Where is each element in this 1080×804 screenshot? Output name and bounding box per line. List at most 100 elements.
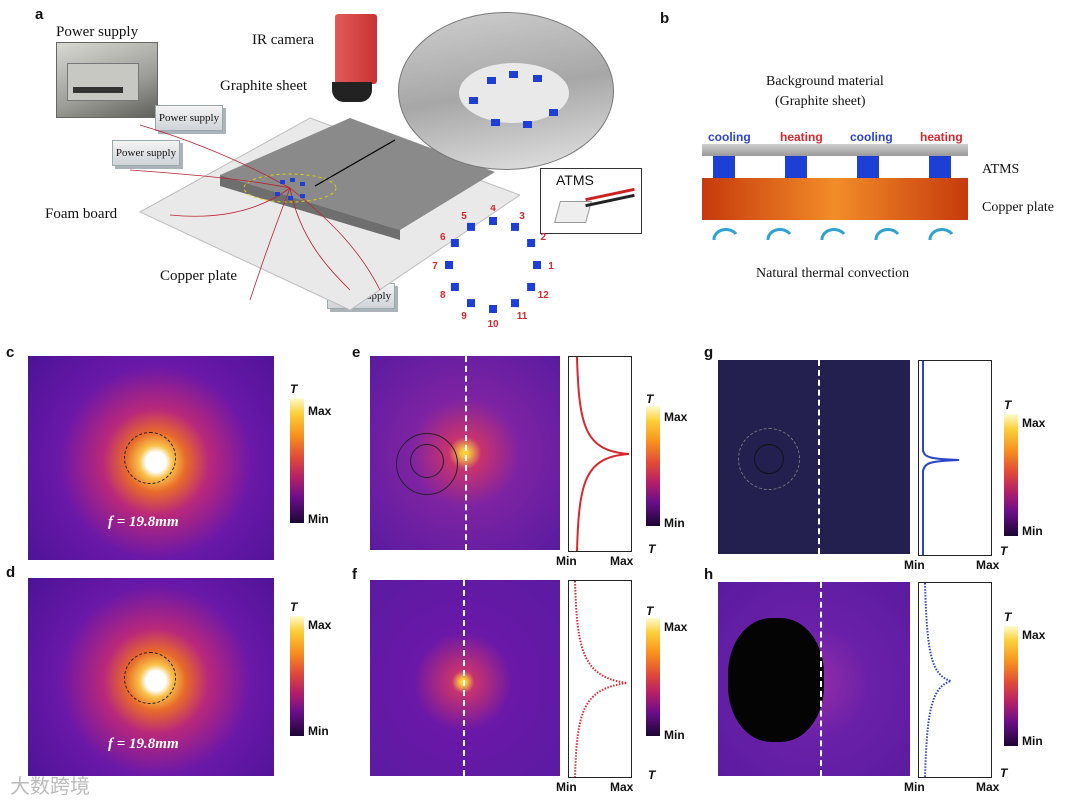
ring-module-7 bbox=[445, 261, 453, 269]
thermal-map-h bbox=[718, 582, 910, 776]
ring-module-label-12: 12 bbox=[538, 290, 550, 301]
colorbar-e bbox=[646, 406, 660, 526]
colorbar-e-max: Max bbox=[664, 410, 688, 424]
power-supply-title: Power supply bbox=[56, 24, 139, 40]
ring-module-11 bbox=[511, 299, 519, 308]
watermark: 大数跨境 bbox=[10, 774, 90, 798]
ir-camera-label: IR camera bbox=[252, 32, 315, 48]
profile-f bbox=[568, 580, 632, 778]
profile-g-axis-min: Min bbox=[904, 558, 925, 572]
colorbar-g-max: Max bbox=[1022, 416, 1046, 430]
profile-g-axis-symbol: T bbox=[1000, 544, 1008, 558]
profile-f-axis-max: Max bbox=[610, 780, 634, 794]
ring-module-6 bbox=[450, 239, 459, 247]
ring-module-label-9: 9 bbox=[461, 311, 467, 322]
panel-label-a: a bbox=[35, 6, 44, 23]
thermal-map-g bbox=[718, 360, 910, 554]
label-heating-2: heating bbox=[920, 130, 963, 144]
ring-module-10 bbox=[489, 305, 497, 313]
profile-h-axis-min: Min bbox=[904, 780, 925, 794]
setup-illustration bbox=[129, 117, 520, 311]
colorbar-d-max: Max bbox=[308, 618, 332, 632]
ring-module-label-5: 5 bbox=[461, 211, 467, 222]
convection-arrows bbox=[712, 228, 954, 241]
thermal-map-f bbox=[370, 580, 560, 776]
ring-module-3 bbox=[511, 222, 519, 231]
power-supply-box-2: Power supply bbox=[112, 140, 180, 166]
ring-module-label-11: 11 bbox=[517, 311, 528, 322]
ir-camera-body bbox=[335, 14, 377, 84]
ring-module-2 bbox=[527, 239, 536, 247]
foam-board-label: Foam board bbox=[45, 206, 118, 222]
ring-module-4 bbox=[489, 217, 497, 225]
ring-module-label-6: 6 bbox=[440, 232, 446, 243]
zoom-bubble bbox=[398, 12, 614, 170]
ir-camera-lens bbox=[332, 82, 372, 102]
ring-module-12 bbox=[527, 283, 536, 291]
colorbar-e-min: Min bbox=[664, 516, 685, 530]
panel-label-d: d bbox=[6, 564, 16, 581]
ring-module-label-2: 2 bbox=[540, 232, 546, 243]
atms-module-4 bbox=[929, 156, 951, 178]
colorbar-g bbox=[1004, 414, 1018, 536]
label-heating-1: heating bbox=[780, 130, 823, 144]
focal-label-d: f = 19.8mm bbox=[108, 736, 179, 752]
profile-e-axis-max: Max bbox=[610, 554, 634, 568]
label-cooling-1: cooling bbox=[708, 130, 751, 144]
colorbar-c-symbol: T bbox=[290, 382, 298, 396]
colorbar-d bbox=[290, 616, 304, 736]
panel-label-f: f bbox=[352, 566, 357, 583]
panel-label-g: g bbox=[704, 344, 714, 361]
atms-inset bbox=[540, 168, 642, 234]
focal-label-c: f = 19.8mm bbox=[108, 514, 179, 530]
colorbar-c bbox=[290, 398, 304, 523]
copper-plate-block bbox=[702, 178, 968, 220]
atms-label: ATMS bbox=[982, 162, 1020, 177]
power-supply-photo bbox=[56, 42, 158, 118]
ring-module-5 bbox=[467, 222, 475, 231]
colorbar-d-min: Min bbox=[308, 724, 329, 738]
colorbar-h-min: Min bbox=[1022, 734, 1043, 748]
atms-inset-label: ATMS bbox=[556, 172, 594, 188]
ring-module-label-7: 7 bbox=[432, 261, 438, 272]
thermal-map-d bbox=[28, 578, 274, 776]
label-cooling-2: cooling bbox=[850, 130, 893, 144]
panel-label-b: b bbox=[660, 10, 670, 27]
profile-e bbox=[568, 356, 632, 552]
ring-module-label-1: 1 bbox=[548, 261, 554, 272]
copper-plate-label-b: Copper plate bbox=[982, 200, 1054, 215]
thermal-map-c bbox=[28, 356, 274, 560]
profile-e-axis-min: Min bbox=[556, 554, 577, 568]
convection-label: Natural thermal convection bbox=[756, 266, 910, 281]
ring-module-8 bbox=[450, 283, 459, 291]
panel-label-h: h bbox=[704, 566, 714, 583]
panel-label-c: c bbox=[6, 344, 15, 361]
profile-h bbox=[918, 582, 992, 778]
profile-g-axis-max: Max bbox=[976, 558, 1000, 572]
panel-label-e: e bbox=[352, 344, 361, 361]
atms-module-2 bbox=[785, 156, 807, 178]
profile-e-axis-symbol: T bbox=[648, 542, 656, 556]
colorbar-g-symbol: T bbox=[1004, 398, 1012, 412]
colorbar-f-symbol: T bbox=[646, 604, 654, 618]
graphite-sheet-label: Graphite sheet bbox=[220, 78, 308, 94]
colorbar-g-min: Min bbox=[1022, 524, 1043, 538]
copper-plate-label: Copper plate bbox=[160, 268, 238, 284]
ring-module-label-8: 8 bbox=[440, 290, 446, 301]
ring-module-1 bbox=[533, 261, 541, 269]
colorbar-f-min: Min bbox=[664, 728, 685, 742]
atms-module-3 bbox=[857, 156, 879, 178]
ring-module-label-4: 4 bbox=[490, 205, 496, 214]
colorbar-c-min: Min bbox=[308, 512, 329, 526]
colorbar-h-max: Max bbox=[1022, 628, 1046, 642]
profile-f-axis-symbol: T bbox=[648, 768, 656, 782]
profile-f-axis-min: Min bbox=[556, 780, 577, 794]
colorbar-e-symbol: T bbox=[646, 392, 654, 406]
profile-h-axis-symbol: T bbox=[1000, 766, 1008, 780]
ring-module-label-10: 10 bbox=[487, 319, 499, 330]
colorbar-h-symbol: T bbox=[1004, 610, 1012, 624]
profile-h-axis-max: Max bbox=[976, 780, 1000, 794]
power-supply-box-1: Power supply bbox=[155, 105, 223, 131]
colorbar-d-symbol: T bbox=[290, 600, 298, 614]
